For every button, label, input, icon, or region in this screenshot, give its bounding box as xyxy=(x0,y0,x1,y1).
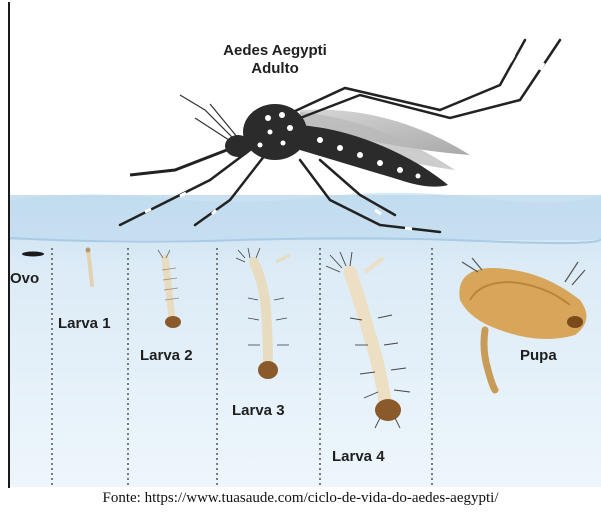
label-pupa: Pupa xyxy=(520,347,557,364)
water xyxy=(10,193,601,487)
source-caption: Fonte: https://www.tuasaude.com/ciclo-de… xyxy=(0,490,601,507)
title-line-1: Aedes Aegypti xyxy=(195,42,355,59)
label-larva-2: Larva 2 xyxy=(140,347,193,364)
title-line-2: Adulto xyxy=(195,60,355,77)
left-border xyxy=(8,2,10,488)
egg xyxy=(22,252,44,257)
label-larva-3: Larva 3 xyxy=(232,402,285,419)
label-larva-1: Larva 1 xyxy=(58,315,111,332)
label-ovo: Ovo xyxy=(10,270,39,287)
label-larva-4: Larva 4 xyxy=(332,448,385,465)
